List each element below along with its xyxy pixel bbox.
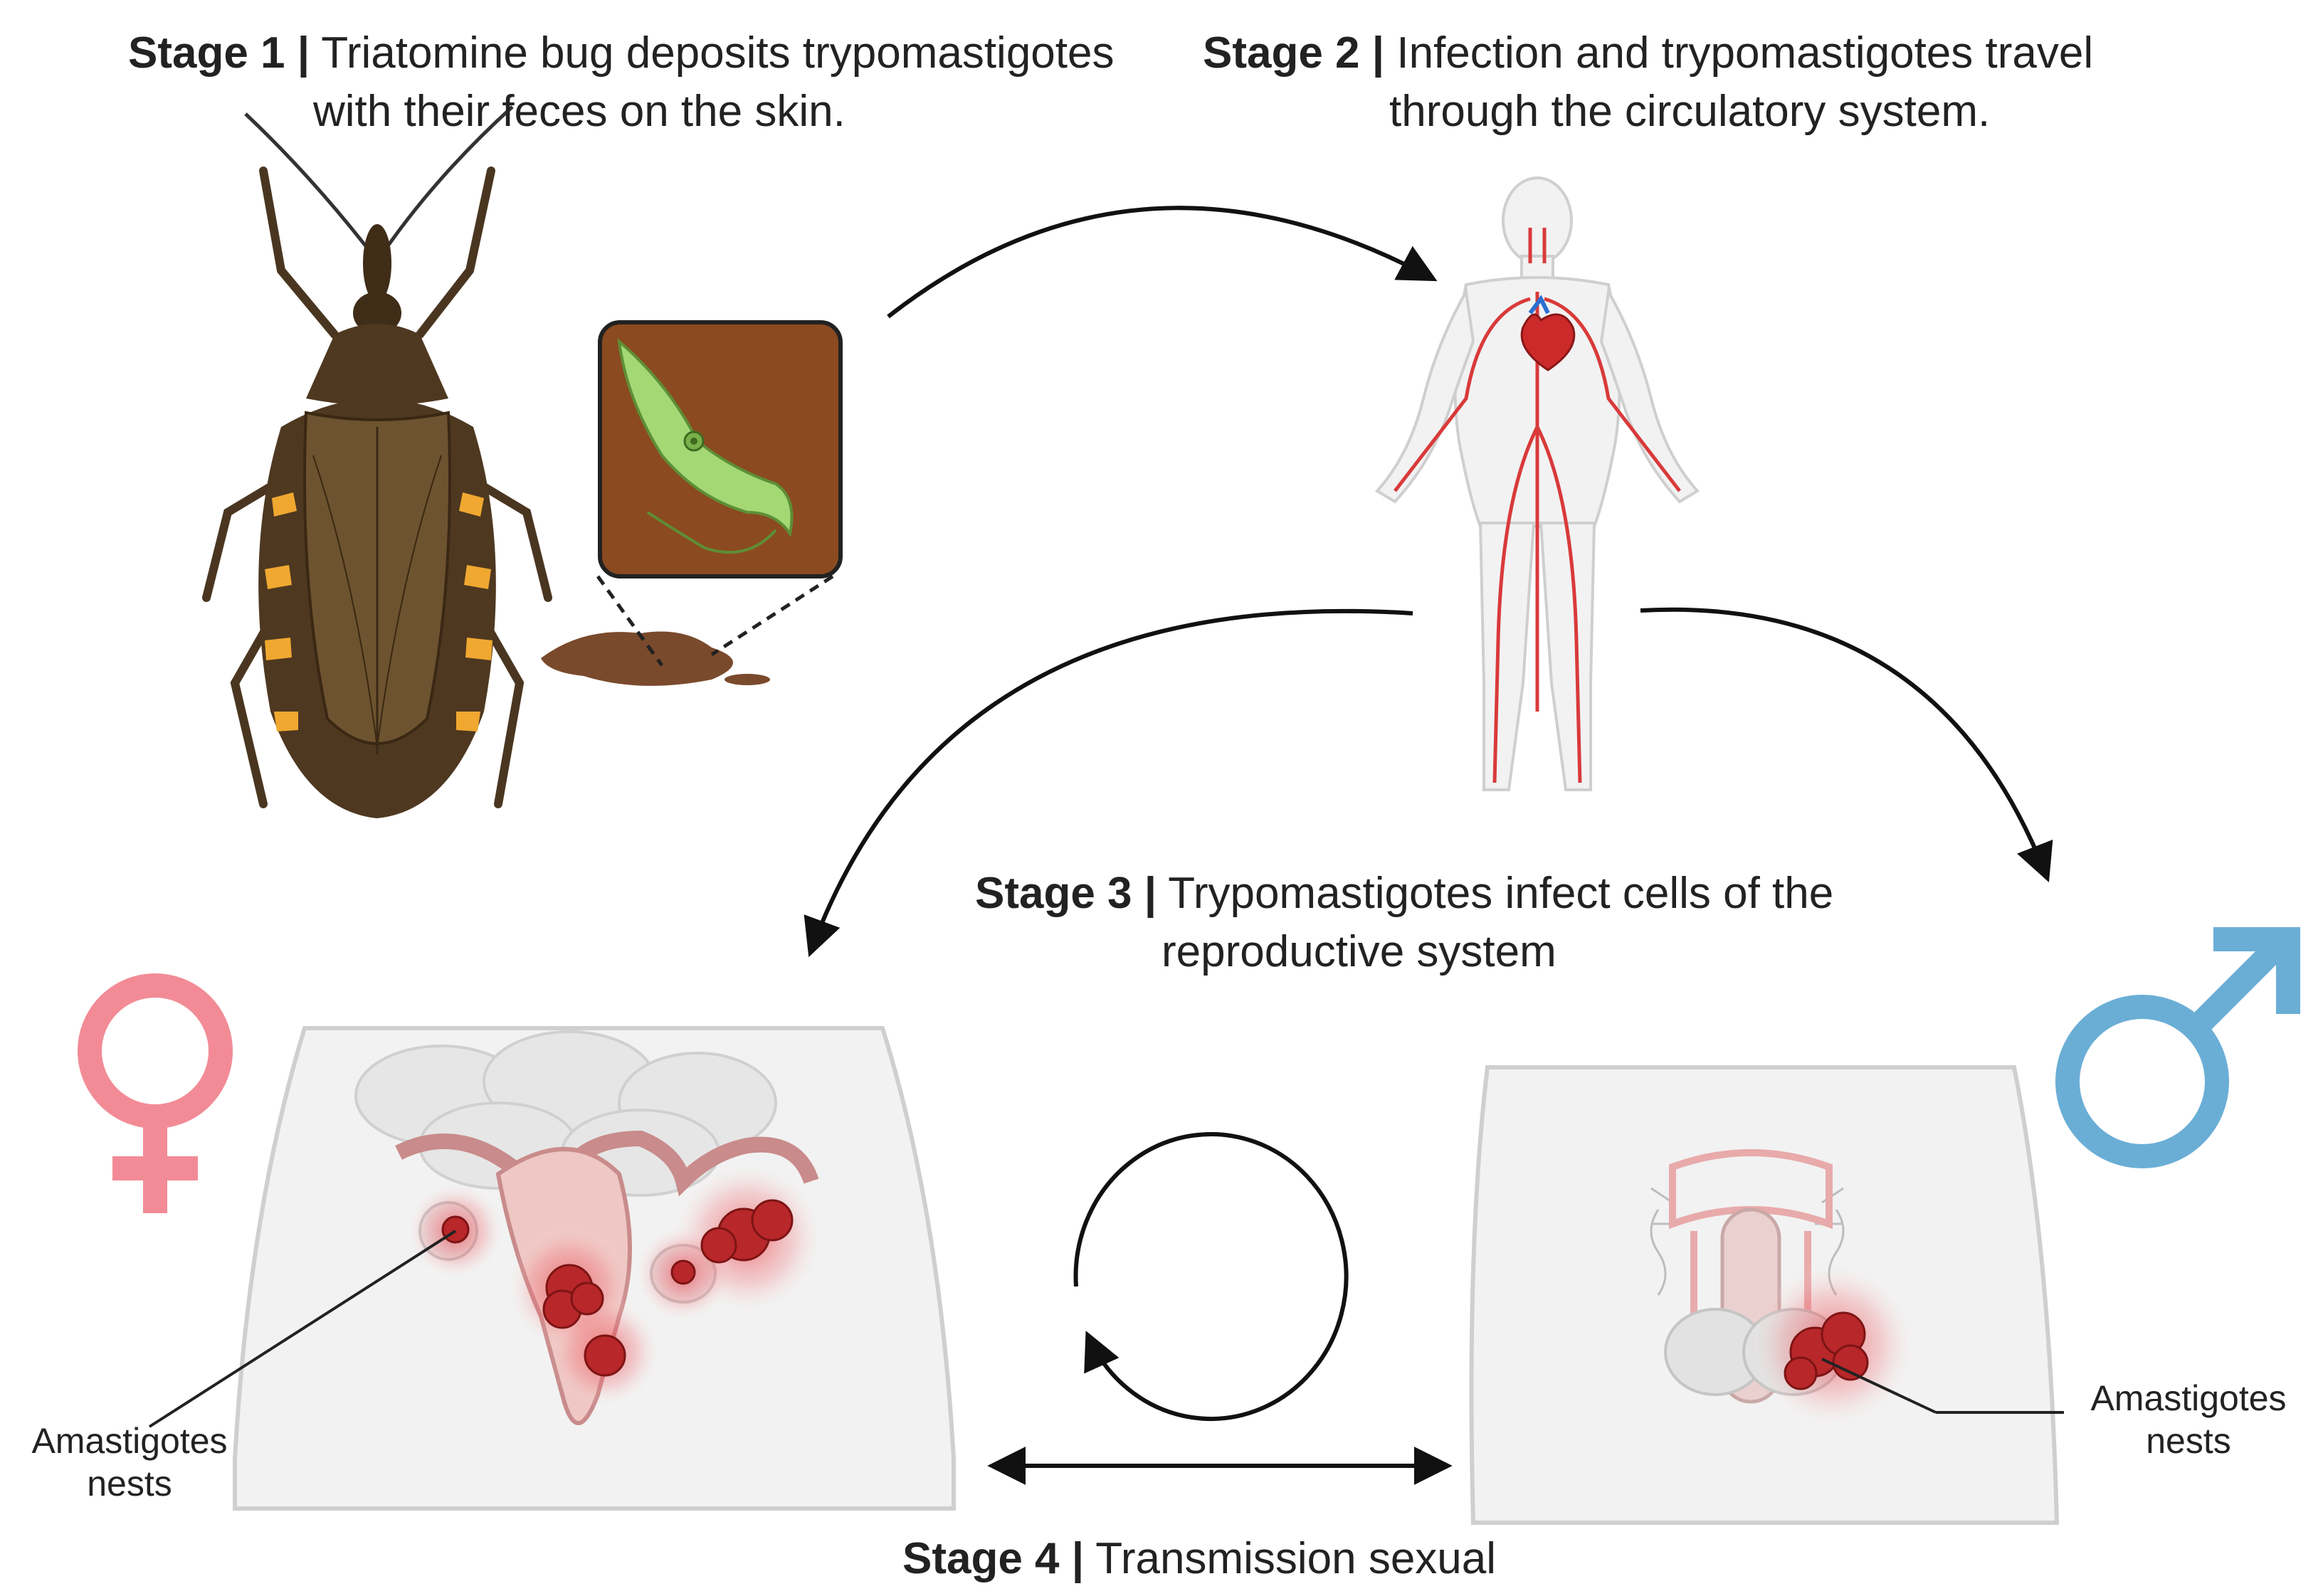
arrow-stage1-to-stage2 xyxy=(888,208,1431,317)
female-nests-label-line2: nests xyxy=(16,1462,243,1505)
stage-4-separator: | xyxy=(1072,1534,1084,1583)
arrow-stage2-to-male xyxy=(1640,610,2046,875)
stage-4-text-line1: Transmission sexual xyxy=(1095,1534,1496,1583)
stage-3-caption: Stage 3 | Trypomastigotes infect cells o… xyxy=(975,865,1833,981)
trypomastigote-parasite-icon xyxy=(600,322,841,576)
stage-3-text-line1: Trypomastigotes infect cells of the xyxy=(1168,869,1833,918)
male-symbol-icon xyxy=(2067,936,2288,1156)
female-nests-label-line1: Amastigotes xyxy=(16,1420,243,1462)
human-circulatory-system-icon xyxy=(1377,178,1697,790)
stage-2-caption: Stage 2 | Infection and trypomastigotes … xyxy=(1203,24,2093,141)
stage-1-text-line1: Triatomine bug deposits trypomastigotes xyxy=(321,28,1114,78)
stage-2-separator: | xyxy=(1372,28,1384,78)
stage-3-separator: | xyxy=(1144,869,1157,918)
female-symbol-icon xyxy=(90,985,221,1213)
cycle-arrow-icon xyxy=(1076,1134,1347,1419)
stage-3-text-line2: reproductive system xyxy=(975,923,1833,981)
stage-1-caption: Stage 1 | Triatomine bug deposits trypom… xyxy=(128,24,1115,141)
stage-2-title: Stage 2 xyxy=(1203,28,1360,78)
stage-4-caption: Stage 4 | Transmission sexual xyxy=(902,1530,1496,1588)
stage-1-title: Stage 1 xyxy=(128,28,285,78)
stage-4-title: Stage 4 xyxy=(902,1534,1060,1583)
triatomine-bug-icon xyxy=(206,107,548,818)
stage-1-text-line2: with their feces on the skin. xyxy=(128,83,1115,141)
stage-1-separator: | xyxy=(297,28,310,78)
feces-icon xyxy=(541,576,833,686)
male-amastigotes-nests-label: Amastigotes nests xyxy=(2071,1377,2306,1462)
male-nests-label-line2: nests xyxy=(2071,1420,2306,1462)
male-nests-label-line1: Amastigotes xyxy=(2071,1377,2306,1420)
stage-3-title: Stage 3 xyxy=(975,869,1132,918)
stage-2-text-line2: through the circulatory system. xyxy=(1203,83,2093,141)
male-reproductive-system-icon xyxy=(1472,1067,2065,1523)
female-amastigotes-nests-label: Amastigotes nests xyxy=(16,1420,243,1505)
stage-2-text-line1: Infection and trypomastigotes travel xyxy=(1396,28,2093,78)
female-reproductive-system-icon xyxy=(149,1028,954,1508)
